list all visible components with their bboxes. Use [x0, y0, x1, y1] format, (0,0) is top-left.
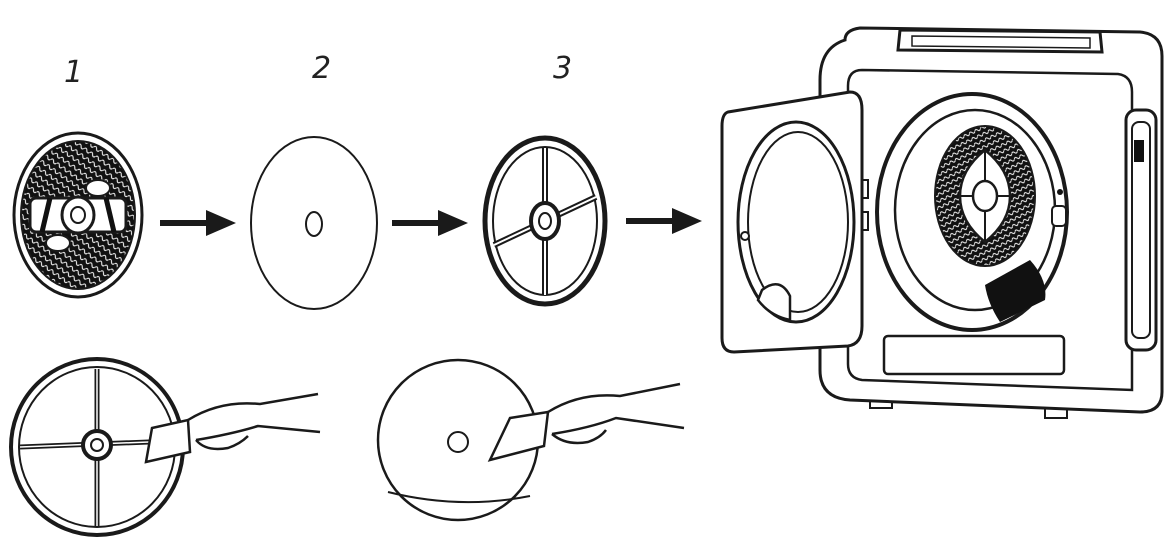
- wipe-filter-pad: [376, 358, 685, 522]
- dryer-open-door: [720, 26, 1164, 419]
- filter-paper-pad: [250, 136, 378, 310]
- step-number-1: 1: [64, 55, 84, 90]
- step-number-2: 2: [312, 51, 332, 86]
- arrow-right-icon: [392, 210, 468, 236]
- arrow-right-icon: [160, 210, 236, 236]
- outer-filter-mesh: [12, 131, 144, 299]
- wipe-filter-frame: [9, 357, 321, 537]
- filter-frame: [482, 135, 608, 307]
- step-number-3: 3: [553, 51, 573, 86]
- arrow-right-icon: [626, 208, 702, 234]
